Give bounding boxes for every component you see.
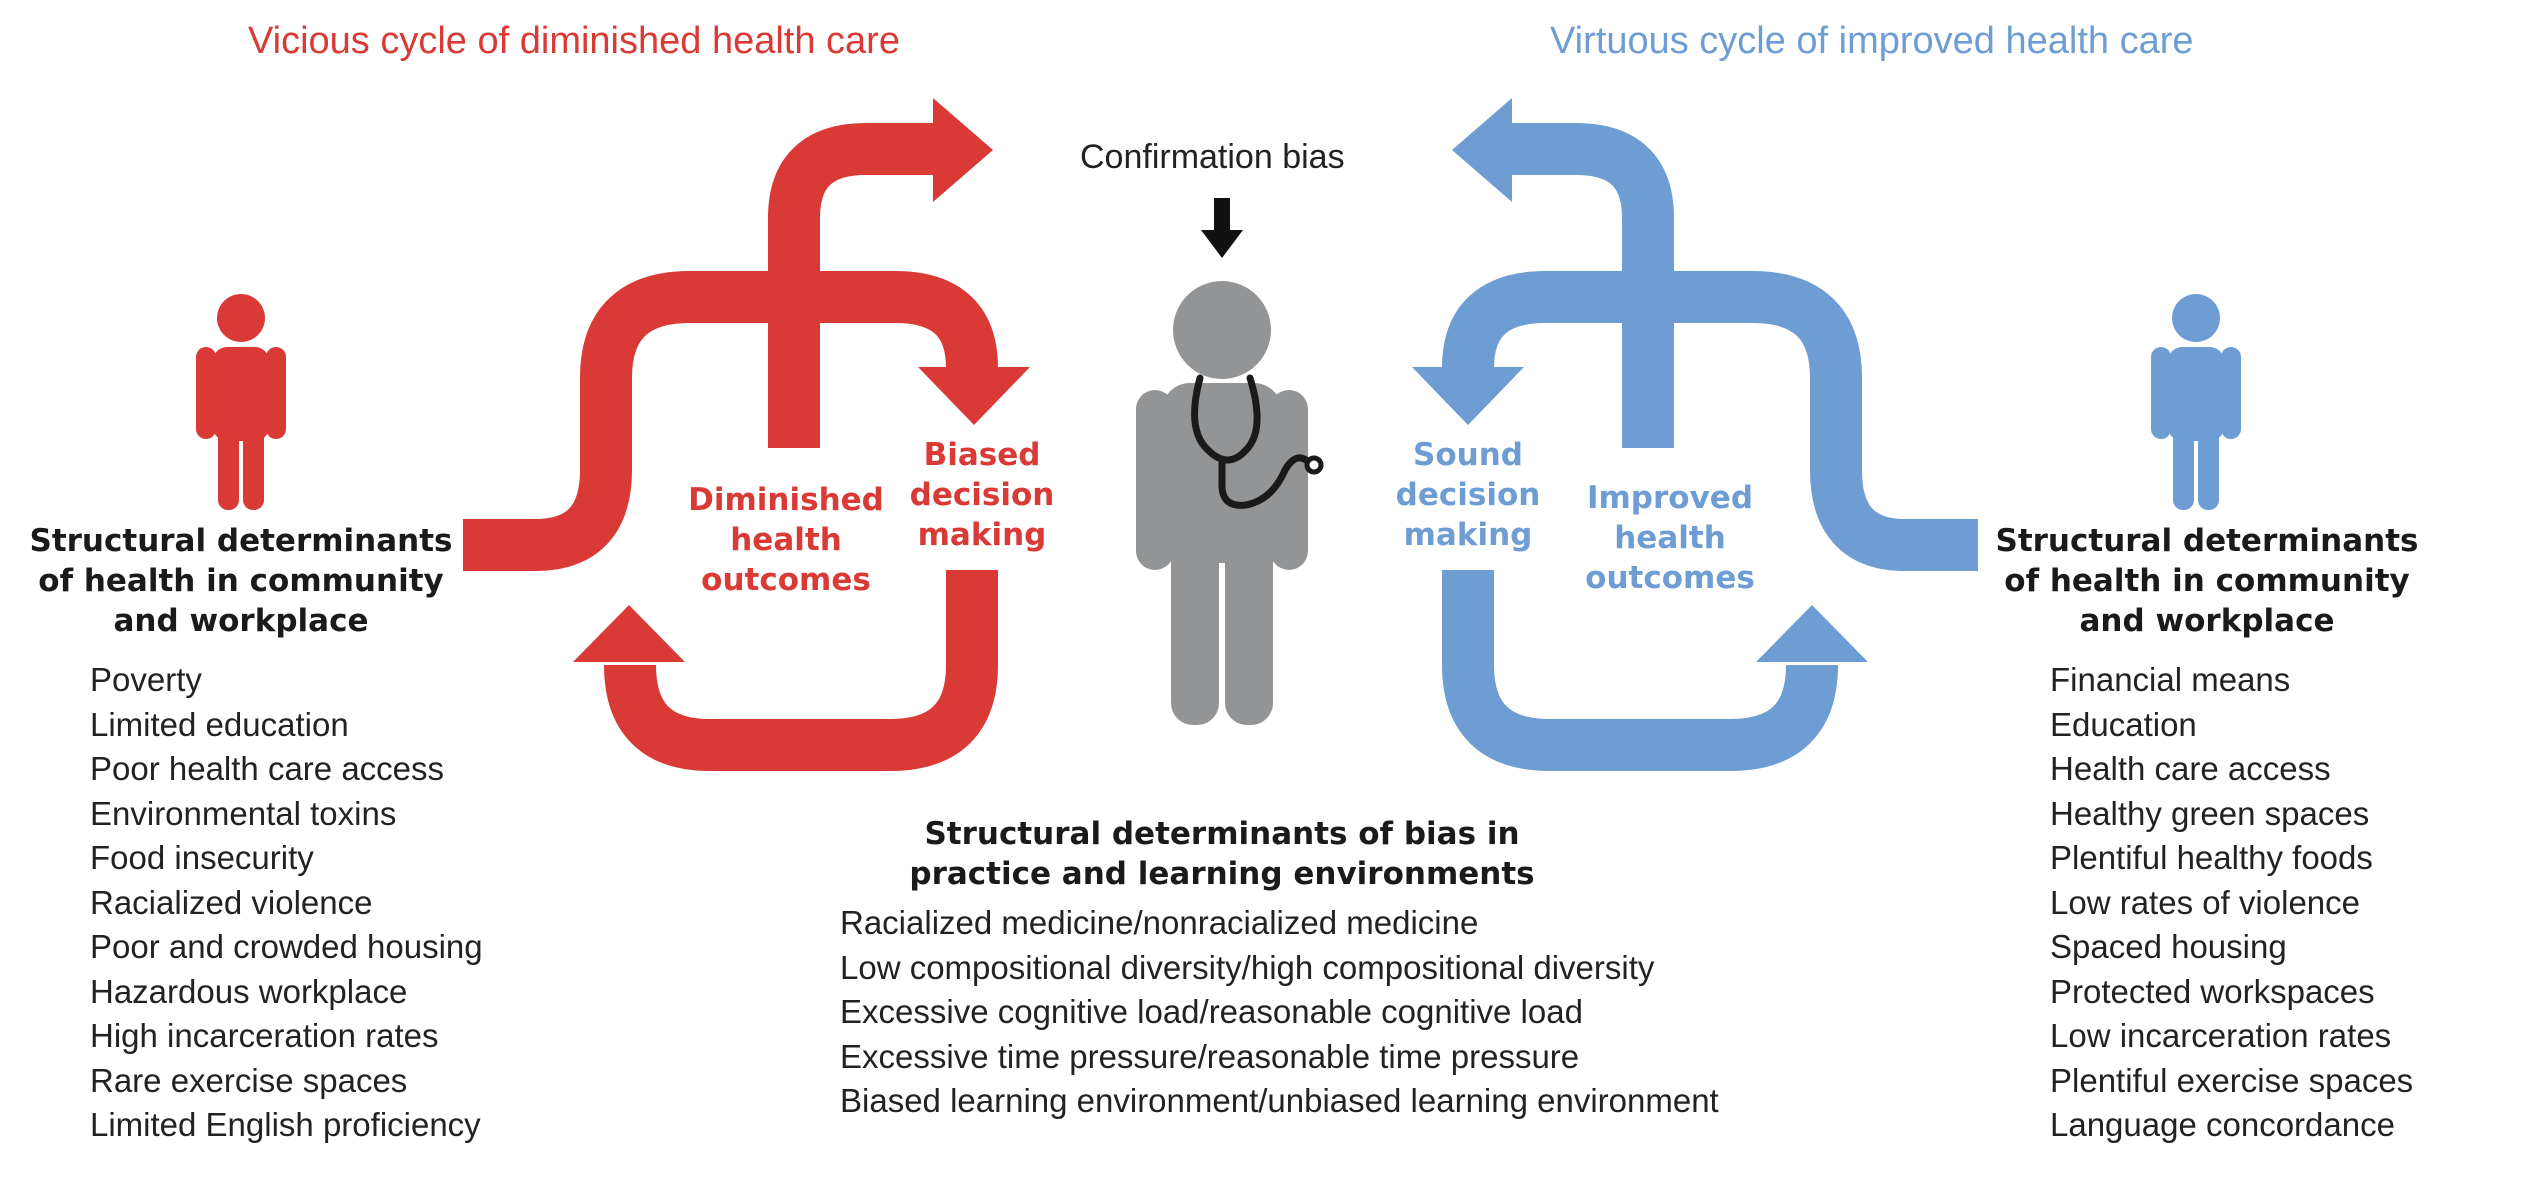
list-item: Poor health care access xyxy=(90,750,445,787)
confirmation-bias-label: Confirmation bias xyxy=(1080,138,1345,176)
virtuous-cycle-title: Virtuous cycle of improved health care xyxy=(1550,20,2194,62)
list-item: Healthy green spaces xyxy=(2050,794,2370,832)
label-line: making xyxy=(1403,517,1533,553)
list-item: Plentiful exercise spaces xyxy=(2050,1061,2414,1099)
bias-determinants-list: Racialized medicine/nonracialized medici… xyxy=(840,901,1719,1124)
label-line: health xyxy=(730,522,842,558)
list-item: Low rates of violence xyxy=(2050,883,2361,921)
right-person-icon xyxy=(2151,294,2241,510)
virtuous-entry-arrow xyxy=(1442,271,1978,571)
list-item: Rare exercise spaces xyxy=(90,1061,408,1099)
left-person-icon xyxy=(196,294,286,510)
biased-decision-making-label: Biased decision making xyxy=(882,435,1082,555)
vicious-loop-arrowhead xyxy=(573,605,685,662)
virtuous-loop-arrow xyxy=(1442,570,1838,771)
list-item: Poor and crowded housing xyxy=(90,928,483,965)
list-item: Hazardous workplace xyxy=(90,972,408,1010)
vicious-cycle-arrows xyxy=(463,98,1030,771)
left-heading-line-2: of health in community xyxy=(38,563,444,599)
label-line: outcomes xyxy=(1585,560,1755,596)
right-heading-line-1: Structural determinants xyxy=(1995,523,2419,559)
list-item: High incarceration rates xyxy=(90,1017,439,1054)
right-heading-line-2: of health in community xyxy=(2004,563,2410,599)
sound-decision-making-label: Sound decision making xyxy=(1368,435,1568,555)
right-determinants-list: Financial means Education Health care ac… xyxy=(2050,658,2413,1148)
list-item: Health care access xyxy=(2050,750,2331,787)
list-item: Environmental toxins xyxy=(90,794,397,832)
label-line: decision xyxy=(909,477,1055,513)
bias-heading-line-2: practice and learning environments xyxy=(909,856,1535,892)
label-line: making xyxy=(917,517,1047,553)
list-item: Limited education xyxy=(90,705,349,743)
list-item: Spaced housing xyxy=(2050,928,2287,965)
left-structural-heading: Structural determinants of health in com… xyxy=(28,521,454,641)
label-line: Diminished xyxy=(688,482,884,518)
list-item: Poverty xyxy=(90,661,202,698)
label-line: health xyxy=(1614,520,1726,556)
virtuous-outcome-arrow xyxy=(1510,123,1674,448)
vicious-outcome-arrow xyxy=(768,123,935,448)
stethoscope-icon xyxy=(1191,374,1324,509)
virtuous-loop-arrowhead xyxy=(1756,605,1868,662)
left-determinants-list: Poverty Limited education Poor health ca… xyxy=(90,658,483,1148)
virtuous-outcome-arrowhead xyxy=(1452,98,1512,202)
label-line: outcomes xyxy=(701,562,871,598)
list-item: Food insecurity xyxy=(90,839,314,876)
list-item: Racialized medicine/nonracialized medici… xyxy=(840,904,1479,941)
list-item: Financial means xyxy=(2050,661,2291,698)
list-item: Language concordance xyxy=(2050,1106,2395,1143)
left-heading-line-3: and workplace xyxy=(113,603,369,639)
vicious-decision-arrowhead xyxy=(918,367,1030,425)
virtuous-decision-arrowhead xyxy=(1412,367,1524,425)
list-item: Plentiful healthy foods xyxy=(2050,839,2373,876)
right-heading-line-3: and workplace xyxy=(2079,603,2335,639)
list-item: Biased learning environment/unbiased lea… xyxy=(840,1082,1719,1119)
list-item: Racialized violence xyxy=(90,883,373,921)
right-structural-heading: Structural determinants of health in com… xyxy=(1994,521,2420,641)
label-line: Sound xyxy=(1413,437,1523,473)
list-item: Low incarceration rates xyxy=(2050,1017,2392,1054)
label-line: Improved xyxy=(1586,480,1754,516)
vicious-loop-arrow xyxy=(604,570,998,771)
vicious-entry-arrow xyxy=(463,271,998,571)
bias-determinants-heading: Structural determinants of bias in pract… xyxy=(860,814,1584,894)
list-item: Excessive cognitive load/reasonable cogn… xyxy=(840,993,1583,1030)
list-item: Excessive time pressure/reasonable time … xyxy=(840,1037,1580,1075)
virtuous-cycle-arrows xyxy=(1412,98,1978,771)
label-line: decision xyxy=(1395,477,1541,513)
bias-heading-line-1: Structural determinants of bias in xyxy=(924,816,1520,852)
list-item: Education xyxy=(2050,705,2197,743)
diminished-health-outcomes-label: Diminished health outcomes xyxy=(668,480,904,600)
label-line: Biased xyxy=(923,437,1041,473)
list-item: Low compositional diversity/high composi… xyxy=(840,948,1655,986)
vicious-outcome-arrowhead xyxy=(933,98,993,202)
improved-health-outcomes-label: Improved health outcomes xyxy=(1552,478,1788,598)
bias-down-arrow-icon xyxy=(1201,198,1243,258)
list-item: Protected workspaces xyxy=(2050,972,2375,1010)
left-heading-line-1: Structural determinants xyxy=(29,523,453,559)
vicious-cycle-title: Vicious cycle of diminished health care xyxy=(248,20,900,62)
doctor-icon xyxy=(1136,281,1324,725)
list-item: Limited English proficiency xyxy=(90,1106,481,1143)
